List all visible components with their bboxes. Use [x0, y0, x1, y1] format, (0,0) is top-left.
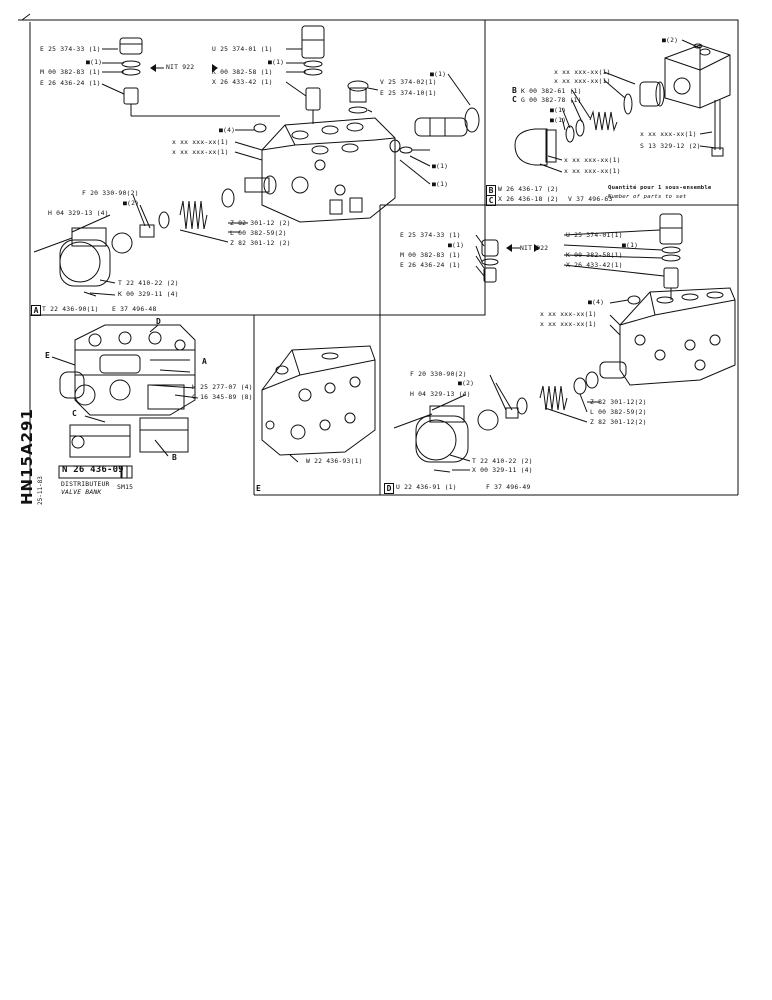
panel-a-right-label-1: ■(1) — [430, 70, 447, 78]
assembly-label-1: H 25 277-07 (4) — [192, 383, 253, 391]
panel-d-left-label-1: E 25 374-33 (1) — [400, 231, 461, 239]
panel-e-part-label: W 22 436-93(1) — [306, 457, 363, 465]
panel-d-spring-label-2: ■(2) — [458, 379, 475, 387]
panel-c-letter: C — [486, 195, 496, 206]
sheet-date: 25-11-83 — [37, 476, 44, 505]
panel-bc-label-1: ■(2) — [662, 36, 679, 44]
panel-d-left-label-3: M 00 382-83 (1) — [400, 251, 461, 259]
assembly-callout-e: E — [45, 351, 51, 360]
panel-d-artwork — [393, 213, 736, 473]
panel-d-nit-label: NIT 922 — [520, 244, 549, 252]
panel-d-mid-label-4: X 26 433-42(1) — [566, 261, 623, 269]
panel-a-spring-right-label-2: L 00 382-59(2) — [230, 229, 287, 237]
panel-a-body-label-1: ■(4) — [219, 126, 236, 134]
panel-bc-label-2: x xx xxx-xx(1) — [554, 68, 611, 76]
assembly-callout-b: B — [172, 453, 178, 462]
panel-bc-label-10: x xx xxx-xx(1) — [564, 156, 621, 164]
panel-bc-label-8: x xx xxx-xx(1) — [640, 130, 697, 138]
panel-d-footer-left: U 22 436-91 (1) — [396, 483, 457, 491]
panel-a-mid-label-1: U 25 374-01 (1) — [212, 45, 273, 53]
panel-bc-note-en: Number of parts to set — [608, 194, 687, 200]
panel-a-spring-right-label-1: Z 82 301-12 (2) — [230, 219, 291, 227]
sheet-code: HN15A291 — [18, 408, 36, 505]
panel-e-artwork — [261, 345, 376, 463]
panel-frames — [18, 13, 739, 496]
panel-a-mid-label-4: X 26 433-42 (1) — [212, 78, 273, 86]
panel-a-left-label-3: M 00 382-83 (1) — [40, 68, 101, 76]
panel-d-body-label-3: x xx xxx-xx(1) — [540, 320, 597, 328]
panel-d-spring-label-1: F 20 330-90(2) — [410, 370, 467, 378]
assembly-callout-a: A — [202, 357, 208, 366]
panel-d-body-label-2: x xx xxx-xx(1) — [540, 310, 597, 318]
assembly-artwork — [51, 324, 199, 458]
panel-b-footer: W 26 436-17 (2) — [498, 185, 559, 193]
panel-a-bottom-label-1: T 22 410-22 (2) — [118, 279, 179, 287]
panel-d-mid-label-1: U 25 374-01(1) — [566, 231, 623, 239]
panel-bc-label-3: x xx xxx-xx(1) — [554, 77, 611, 85]
panel-bc-footer-right: V 37 496-63 — [568, 195, 613, 203]
panel-bc-label-5: G 00 382-78 (1) — [521, 96, 582, 104]
panel-e-letter: E — [256, 484, 262, 493]
panel-d-bottom-label-1: T 22 410-22 (2) — [472, 457, 533, 465]
panel-a-spring-right-label-3: Z 82 301-12 (2) — [230, 239, 291, 247]
reference-number: N 26 436-09 — [62, 465, 124, 475]
panel-a-side-label-1: ■(1) — [432, 162, 449, 170]
panel-bc-label-6: ■(1) — [550, 106, 567, 114]
sheet-code-vertical: HN15A291 25-11-83 — [18, 408, 48, 507]
panel-a-left-label-1: E 25 374-33 (1) — [40, 45, 101, 53]
model-label: SM15 — [117, 483, 134, 491]
panel-a-bottom-label-2: K 00 329-11 (4) — [118, 290, 179, 298]
panel-d-left-label-4: E 26 436-24 (1) — [400, 261, 461, 269]
panel-a-side-label-2: ■(1) — [432, 180, 449, 188]
panel-d-letter: D — [384, 483, 394, 494]
panel-d-left-label-2: ■(1) — [448, 241, 465, 249]
panel-a-mid-label-3: K 00 382-58 (1) — [212, 68, 273, 76]
title-block-lines — [58, 465, 133, 479]
panel-d-footer-right: F 37 496-49 — [486, 483, 531, 491]
panel-c-letter-inline: C — [512, 95, 518, 104]
panel-a-spring-label-1: F 20 330-90(2) — [82, 189, 139, 197]
panel-a-body-label-3: x xx xxx-xx(1) — [172, 148, 229, 156]
panel-b-letter-inline: B — [512, 86, 518, 95]
panel-a-left-label-4: E 26 436-24 (1) — [40, 79, 101, 87]
panel-bc-label-7: ■(1) — [550, 116, 567, 124]
assembly-callout-d: D — [156, 317, 162, 326]
panel-d-spring-right-label-2: L 00 382-59(2) — [590, 408, 647, 416]
panel-d-bottom-label-2: X 00 329-11 (4) — [472, 466, 533, 474]
panel-a-spring-label-3: H 04 329-13 (4) — [48, 209, 109, 217]
panel-a-spring-label-2: ■(2) — [123, 199, 140, 207]
title-french: DISTRIBUTEUR — [61, 480, 110, 488]
assembly-label-2: C 16 345-89 (8) — [192, 393, 253, 401]
panel-d-spring-right-label-1: Z 82 301-12(2) — [590, 398, 647, 406]
panel-a-nit-label: NIT 922 — [166, 63, 195, 71]
panel-bc-label-11: x xx xxx-xx(1) — [564, 167, 621, 175]
panel-d-body-label-1: ■(4) — [588, 298, 605, 306]
panel-d-mid-label-3: K 00 382-58(1) — [566, 251, 623, 259]
panel-bc-label-4: K 00 382-61 (1) — [521, 87, 582, 95]
panel-a-footer-right: E 37 496-48 — [112, 305, 157, 313]
title-english: VALVE BANK — [61, 488, 102, 496]
panel-bc-note-fr: Quantité pour 1 sous-ensemble — [608, 185, 712, 191]
panel-a-mid-label-2: ■(1) — [268, 58, 285, 66]
panel-d-spring-right-label-3: Z 82 301-12(2) — [590, 418, 647, 426]
panel-bc-label-9: S 13 329-12 (2) — [640, 142, 701, 150]
panel-a-right-label-2: V 25 374-02(1) — [380, 78, 437, 86]
panel-d-mid-label-2: ■(1) — [622, 241, 639, 249]
panel-c-footer: X 26 436-18 (2) — [498, 195, 559, 203]
panel-a-footer-left: T 22 436-90(1) — [42, 305, 99, 313]
panel-a-artwork — [33, 25, 480, 297]
panel-a-right-label-3: E 25 374-10(1) — [380, 89, 437, 97]
panel-a-letter: A — [31, 305, 41, 316]
panel-bc-artwork — [514, 39, 731, 173]
panel-d-spring-label-3: H 04 329-13 (4) — [410, 390, 471, 398]
assembly-callout-c: C — [72, 409, 78, 418]
panel-a-left-label-2: ■(1) — [86, 58, 103, 66]
panel-a-body-label-2: x xx xxx-xx(1) — [172, 138, 229, 146]
